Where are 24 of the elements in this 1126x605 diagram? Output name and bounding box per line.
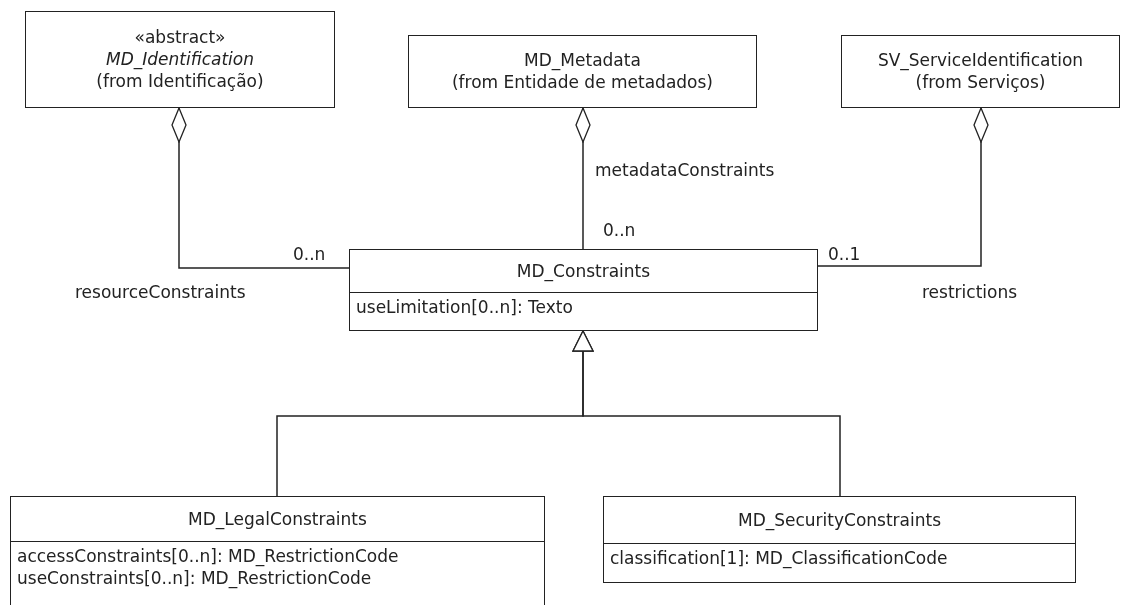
- class-box: [841, 35, 1120, 108]
- attribute-text: useLimitation[0..n]: Texto: [356, 296, 574, 318]
- class-header-text: MD_Metadata: [524, 49, 641, 71]
- class-header-text: (from Entidade de metadados): [452, 71, 713, 93]
- attribute-text: classification[1]: MD_ClassificationCode: [610, 547, 949, 569]
- aggregation-line: [171, 107, 350, 269]
- generalization-arrow: [572, 330, 841, 497]
- class-header-text: MD_Identification: [106, 48, 254, 70]
- attribute-text: accessConstraints[0..n]: MD_RestrictionCode: [17, 545, 400, 567]
- class-name: MD_SecurityConstraints: [737, 509, 942, 531]
- class-box: [10, 496, 545, 605]
- class-header-text: «abstract»: [134, 26, 226, 48]
- class-name: MD_Constraints: [516, 260, 651, 282]
- aggregation-line: [817, 107, 989, 267]
- class-header-text: SV_ServiceIdentification: [877, 49, 1084, 71]
- class-box: [603, 496, 1076, 583]
- class-box: [408, 35, 757, 108]
- class-box: [25, 11, 335, 108]
- class-header-text: (from Identificação): [96, 70, 264, 92]
- aggregation-line: [575, 107, 591, 250]
- class-name: MD_LegalConstraints: [188, 508, 367, 530]
- class-header-text: (from Serviços): [915, 71, 1046, 93]
- class-box: [349, 249, 818, 331]
- attribute-text: useConstraints[0..n]: MD_RestrictionCode: [17, 567, 373, 589]
